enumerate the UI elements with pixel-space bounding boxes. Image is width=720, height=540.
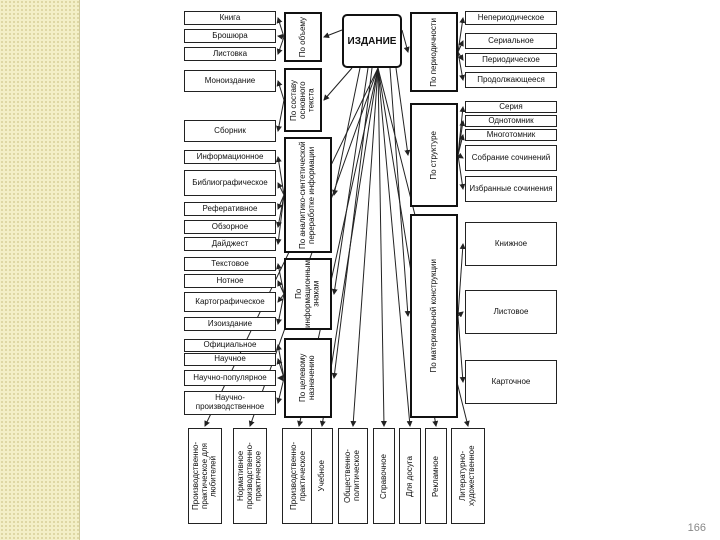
left-item: Моноиздание — [184, 70, 276, 92]
left-item: Текстовое — [184, 257, 276, 271]
connector-line — [331, 67, 373, 379]
connector-line — [276, 358, 285, 379]
left-item: Научно-производственное — [184, 391, 276, 415]
connector-line — [276, 36, 285, 55]
left-item: Официальное — [184, 339, 276, 352]
connector-line — [350, 67, 379, 427]
connector-line — [457, 154, 466, 190]
left-item: Сборник — [184, 120, 276, 142]
left-item: Библиографическое — [184, 170, 276, 196]
left-item: Книга — [184, 11, 276, 25]
bottom-item: Литературно-художественное — [451, 428, 485, 524]
connector-line — [323, 29, 343, 38]
connector-line — [377, 67, 413, 427]
connector-line — [276, 17, 285, 38]
connector-line — [276, 99, 285, 132]
right-item: Непериодическое — [465, 11, 557, 25]
connector-line — [457, 51, 466, 81]
left-item: Дайджест — [184, 237, 276, 251]
connector-line — [457, 51, 464, 61]
connector-line — [377, 67, 387, 427]
connector-line — [457, 40, 464, 53]
connector-line — [389, 67, 411, 317]
right-item: Сериальное — [465, 33, 557, 49]
connector-line — [323, 67, 353, 101]
left-item: Обзорное — [184, 220, 276, 234]
connector-line — [275, 156, 285, 196]
bottom-item: Производственно-практическое для любител… — [188, 428, 222, 524]
connector-line — [331, 67, 369, 295]
connector-line — [457, 243, 466, 317]
bottom-item: Рекламное — [425, 428, 447, 524]
right-item: Карточное — [465, 360, 557, 404]
connector-line — [276, 263, 285, 295]
bottom-item: Общественно-политическое — [338, 428, 368, 524]
right-category-periodicity: По периодичности — [410, 12, 458, 92]
left-category-text-composition: По составу основного текста — [284, 68, 322, 132]
left-item: Научно-популярное — [184, 370, 276, 386]
connector-line — [395, 67, 411, 156]
left-item: Научное — [184, 353, 276, 366]
connector-line — [277, 194, 285, 210]
connector-line — [275, 194, 285, 245]
left-category-info-signs: По информационным знакам — [284, 258, 332, 330]
left-item: Нотное — [184, 274, 276, 288]
connector-line — [401, 29, 410, 53]
right-item: Листовое — [465, 290, 557, 334]
right-item: Книжное — [465, 222, 557, 266]
right-item: Продолжающееся — [465, 72, 557, 88]
left-category-analytic-processing: По аналитико-синтетической переработке и… — [284, 137, 332, 253]
connector-line — [277, 280, 285, 295]
page-number: 166 — [687, 522, 706, 534]
bottom-item: Нормативное производственно-практическое — [233, 428, 267, 524]
connector-line — [457, 152, 464, 159]
left-item: Картографическое — [184, 292, 276, 312]
connector-line — [276, 377, 285, 404]
right-item: Собрание сочинений — [465, 145, 557, 171]
bottom-item: Учебное — [311, 428, 333, 524]
right-item: Многотомник — [465, 129, 557, 141]
connector-line — [457, 311, 464, 318]
left-category-purpose: По целевому назначению — [284, 338, 332, 418]
right-category-structure: По структуре — [410, 103, 458, 207]
right-item: Периодическое — [465, 53, 557, 67]
connector-line — [277, 182, 285, 196]
connector-line — [457, 134, 465, 156]
bottom-item: Для досуга — [399, 428, 421, 524]
left-item: Реферативное — [184, 202, 276, 216]
left-item: Листовка — [184, 47, 276, 61]
right-category-material-construction: По материальной конструкции — [410, 214, 458, 418]
connector-line — [276, 293, 285, 325]
decorative-side-stripe — [0, 0, 80, 540]
center-node: ИЗДАНИЕ — [342, 14, 402, 68]
left-category-volume: По объему — [284, 12, 322, 62]
right-item: Однотомник — [465, 115, 557, 127]
connector-line — [277, 33, 285, 40]
right-item: Серия — [465, 101, 557, 113]
right-item: Избранные сочинения — [465, 176, 557, 202]
connector-line — [277, 293, 285, 303]
left-item: Изоиздание — [184, 317, 276, 331]
connector-line — [276, 80, 285, 101]
bottom-item: Справочное — [373, 428, 395, 524]
left-item: Информационное — [184, 150, 276, 164]
connector-line — [457, 315, 466, 383]
left-item: Брошюра — [184, 29, 276, 43]
